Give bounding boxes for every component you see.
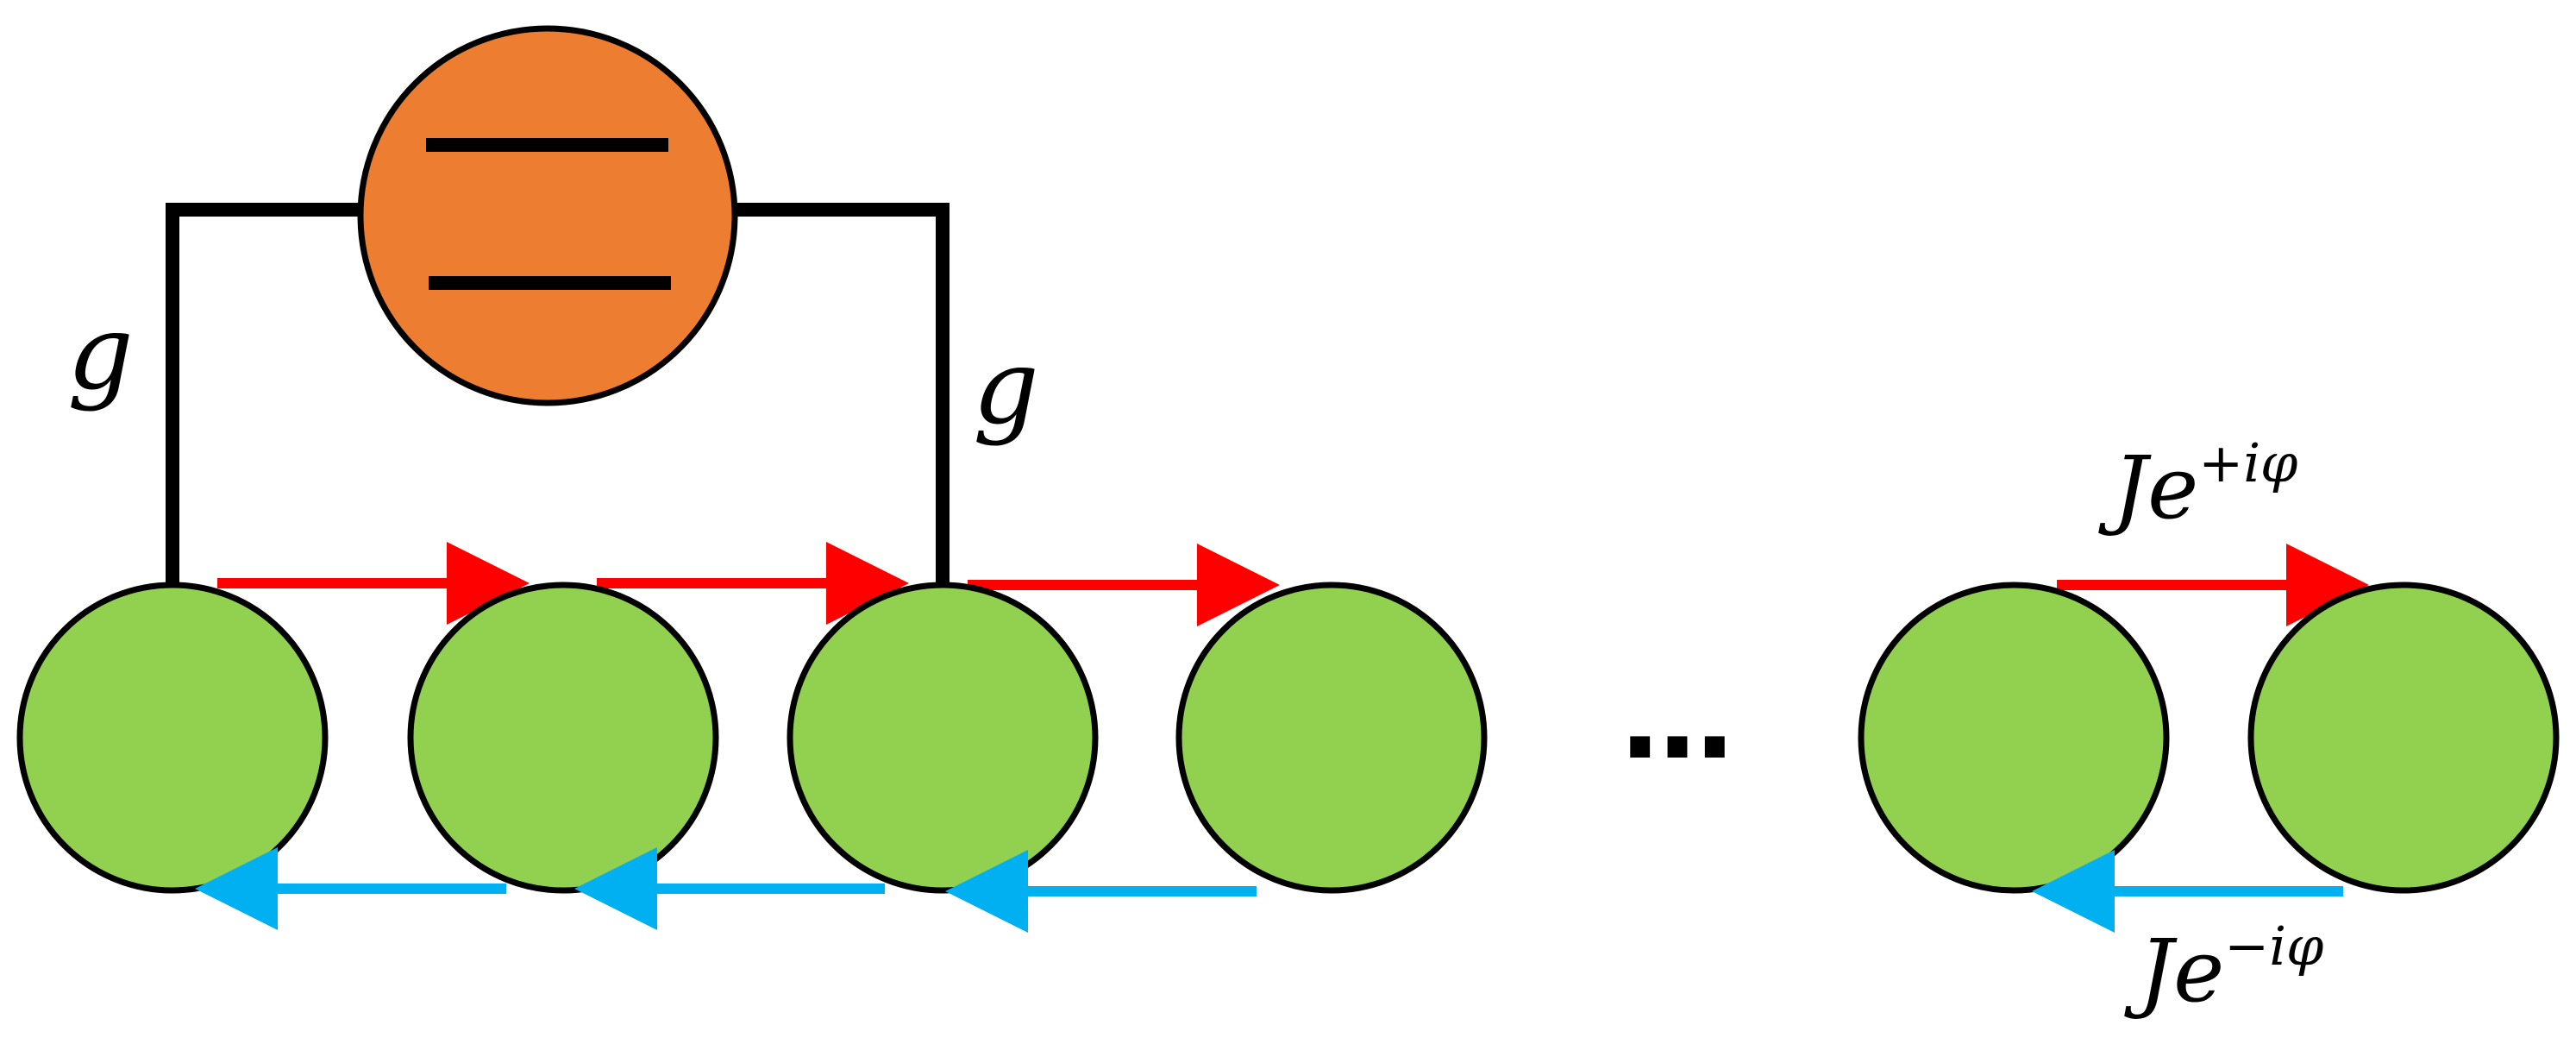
backward-hopping-arrows — [195, 847, 2343, 933]
forward-hopping-arrows — [217, 542, 2369, 626]
hopping-backward-base: J — [2124, 921, 2178, 1022]
hopping-forward-base: J — [2098, 437, 2152, 538]
resonator-circle-icon — [407, 582, 719, 894]
resonator-circle-icon — [2247, 582, 2560, 894]
resonator-array — [16, 582, 2560, 894]
two-level-atom-icon — [357, 25, 738, 406]
resonator-circle-icon — [1858, 582, 2170, 894]
hopping-forward-label: Je+iφ — [2098, 431, 2298, 538]
ellipsis: … — [1621, 653, 1733, 784]
atom-circle — [357, 25, 738, 406]
resonator-circle-icon — [787, 582, 1099, 894]
resonator-circle-icon — [1175, 582, 1488, 894]
coupling-wire-right — [736, 203, 950, 585]
hopping-forward-e: e — [2147, 437, 2198, 538]
coupling-wire-left — [166, 203, 360, 585]
coupling-label-right: g — [973, 328, 1039, 448]
hopping-forward-exponent: +iφ — [2198, 431, 2298, 494]
hopping-backward-label: Je−iφ — [2124, 915, 2324, 1022]
hopping-backward-exponent: −iφ — [2224, 915, 2324, 978]
hopping-backward-e: e — [2173, 921, 2224, 1022]
coupling-label-left: g — [67, 293, 134, 413]
coupling-wires — [166, 203, 950, 585]
resonator-circle-icon — [16, 582, 329, 894]
